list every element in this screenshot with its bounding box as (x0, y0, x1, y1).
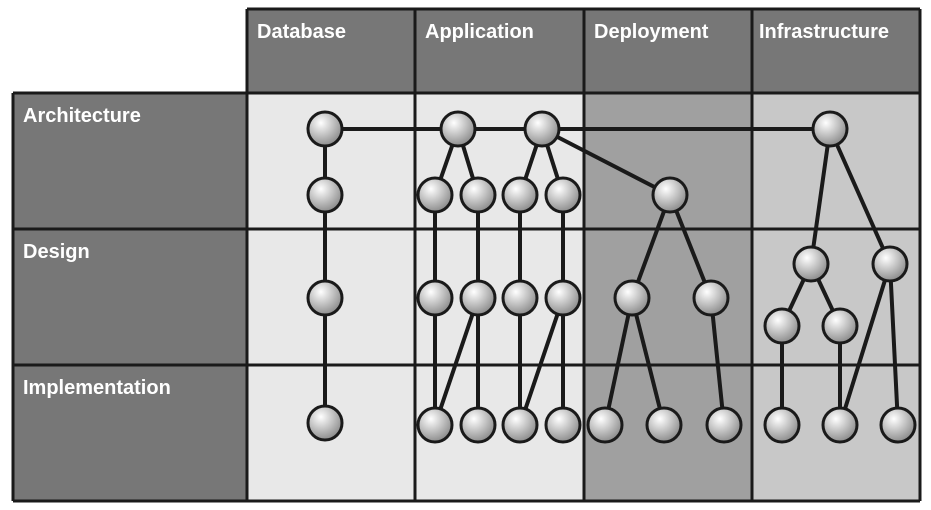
node (501, 279, 539, 317)
node (792, 245, 830, 283)
node (544, 406, 582, 444)
node (821, 307, 859, 345)
node (544, 279, 582, 317)
node (416, 176, 454, 214)
column-header-application-cell (415, 9, 584, 93)
edge (603, 296, 634, 427)
dependency-nodes (306, 110, 917, 444)
node (501, 176, 539, 214)
row-label-architecture: Architecture (23, 105, 141, 127)
edge (540, 127, 672, 197)
column-label-infrastructure: Infrastructure (759, 21, 889, 43)
node (544, 176, 582, 214)
node (613, 279, 651, 317)
row-header-design-cell (13, 229, 247, 365)
node (459, 176, 497, 214)
row-header-architecture-cell (13, 93, 247, 229)
node (705, 406, 743, 444)
node (306, 404, 344, 442)
node (306, 110, 344, 148)
edge (828, 127, 892, 266)
column-header-deployment-cell (584, 9, 752, 93)
column-label-application: Application (425, 21, 534, 43)
node (879, 406, 917, 444)
node (586, 406, 624, 444)
column-header-infrastructure-cell (752, 9, 920, 93)
node (459, 279, 497, 317)
node (306, 176, 344, 214)
node (501, 406, 539, 444)
node (763, 406, 801, 444)
edge (630, 296, 666, 427)
node (692, 279, 730, 317)
column-label-database: Database (257, 21, 346, 43)
edge (809, 127, 832, 266)
node (763, 307, 801, 345)
node (651, 176, 689, 214)
node (811, 110, 849, 148)
node (459, 406, 497, 444)
node (821, 406, 859, 444)
column-label-deployment: Deployment (594, 21, 709, 43)
edge (888, 262, 900, 427)
row-label-design: Design (23, 241, 90, 263)
column-header-database-cell (247, 9, 415, 93)
node (871, 245, 909, 283)
edge (838, 262, 892, 427)
edge (433, 296, 480, 427)
node (306, 279, 344, 317)
edge (518, 296, 565, 427)
node (416, 279, 454, 317)
node (645, 406, 683, 444)
grid-lines (11, 7, 922, 503)
node (439, 110, 477, 148)
row-header-implementation-cell (13, 365, 247, 501)
node (416, 406, 454, 444)
node (523, 110, 561, 148)
row-label-implementation: Implementation (23, 377, 171, 399)
edge (709, 296, 726, 427)
